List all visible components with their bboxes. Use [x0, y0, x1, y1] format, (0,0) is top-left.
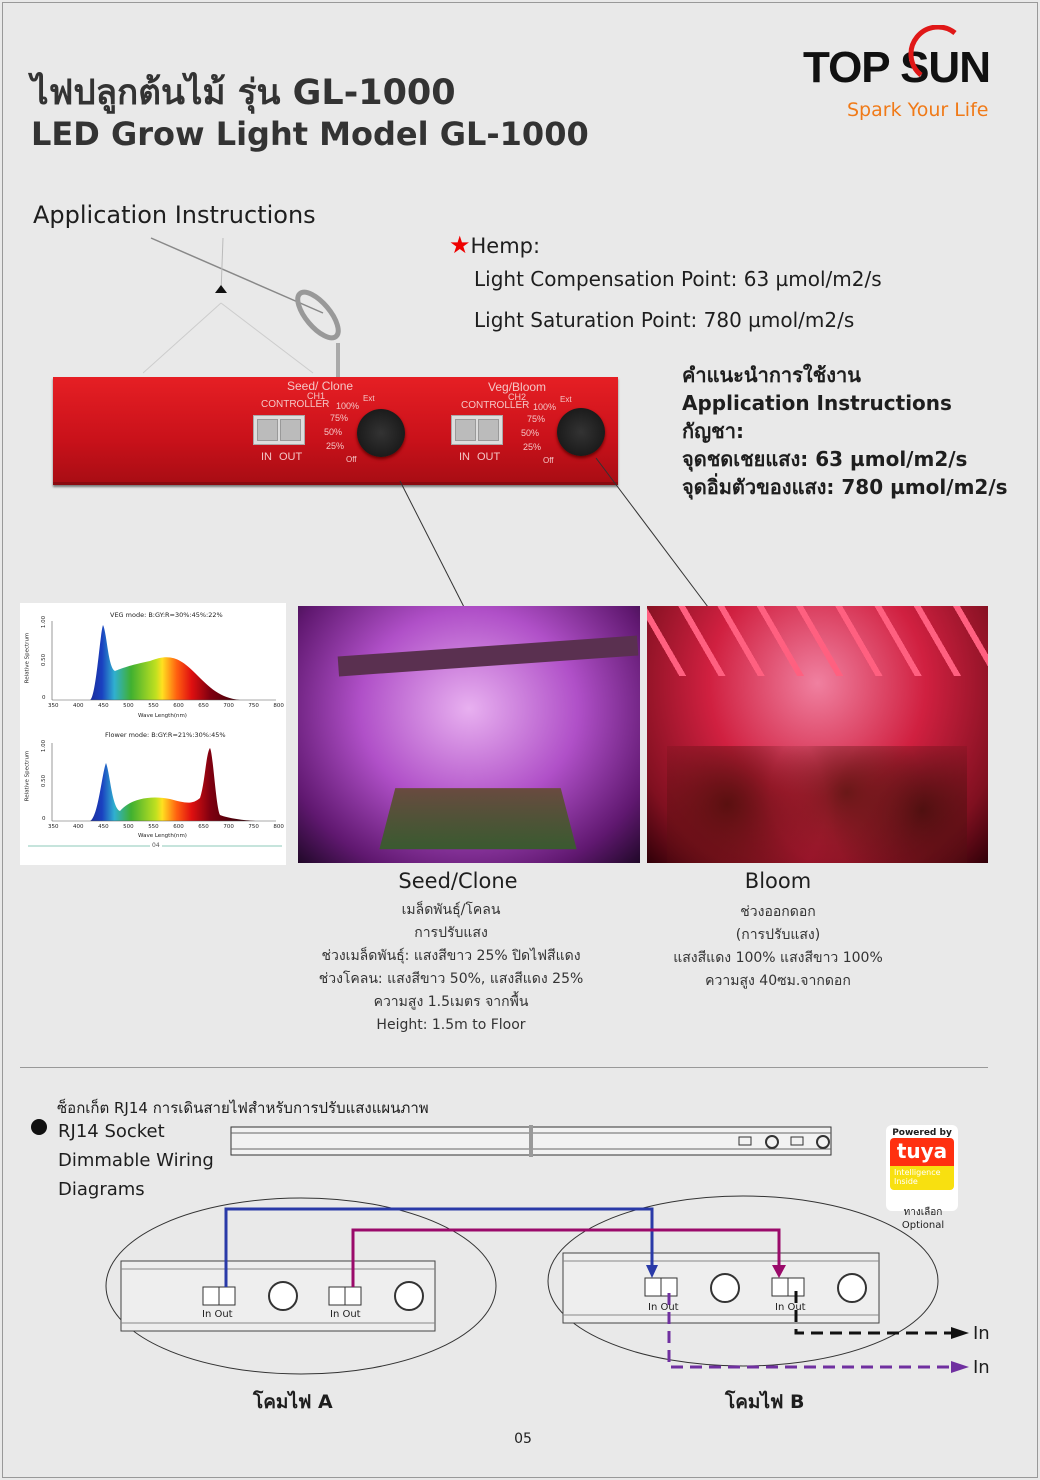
lamp-bar-top: [231, 1125, 831, 1157]
in-label-black: In: [973, 1323, 990, 1344]
flower-x-ticks: 350400450500550600650700750800: [48, 824, 284, 830]
bloom-description: ช่วงออกดอก(การปรับแสง)แสงสีแดง 100% แสงส…: [643, 901, 913, 993]
callout-lines: [3, 3, 1040, 623]
bloom-title: Bloom: [693, 869, 863, 893]
tuya-optional: ทางเลือกOptional: [886, 1206, 960, 1232]
tuya-badge: Powered by tuya Intelligence Inside: [886, 1125, 958, 1211]
lamp-b-port-label-2: In Out: [775, 1302, 806, 1313]
in-label-purple: In: [973, 1357, 990, 1378]
wiring-diagram: [3, 1103, 1040, 1403]
seed-clone-title: Seed/Clone: [298, 869, 618, 893]
lamp-b: [548, 1196, 938, 1366]
lamp-a: [106, 1198, 496, 1374]
veg-spectrum-plot: [52, 621, 276, 700]
seed-clone-description: เมล็ดพันธุ์/โคลนการปรับแสงช่วงเมล็ดพันธุ…: [298, 899, 604, 1037]
lamp-a-label: โคมไฟ A: [253, 1387, 333, 1417]
divider: [20, 1067, 988, 1068]
lamp-b-port-label-1: In Out: [648, 1302, 679, 1313]
bloom-tent-photo: [647, 606, 988, 863]
lamp-a-port-label-1: In Out: [202, 1309, 233, 1320]
seed-clone-tent-photo: [298, 606, 640, 863]
lamp-b-label: โคมไฟ B: [725, 1387, 805, 1417]
veg-x-ticks: 350400450500550600650700750800: [48, 703, 284, 709]
lamp-a-port-label-2: In Out: [330, 1309, 361, 1320]
page-number: 05: [3, 1431, 1040, 1447]
flower-spectrum-plot: [52, 743, 276, 821]
spectrum-charts: VEG mode: B:GY:R=30%:45%:22% Flower mode…: [20, 603, 286, 865]
